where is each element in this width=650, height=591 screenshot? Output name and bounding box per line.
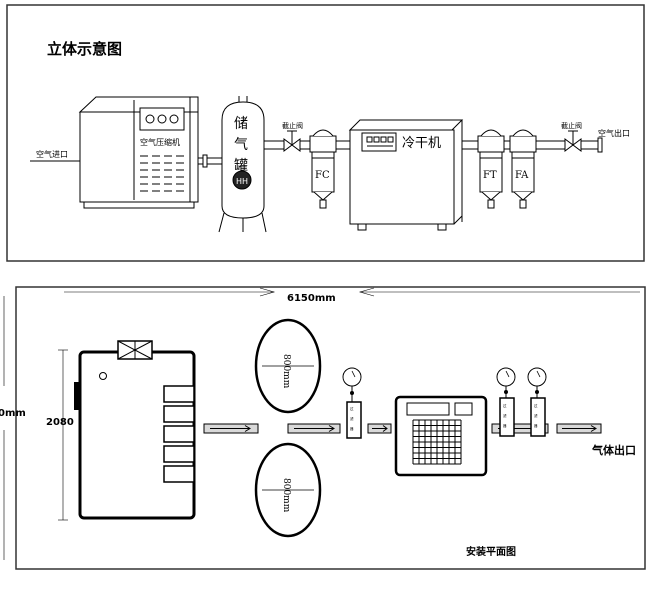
shutoff-valve-left: 截止阀: [282, 121, 303, 152]
filter-fa: FA: [509, 129, 537, 209]
width-dim-label: 6150mm: [287, 293, 336, 304]
air-outlet-label: 空气出口: [598, 128, 630, 138]
filter-plan-2: 过 滤 器: [496, 367, 516, 437]
gas-outlet-label: 气体出口: [591, 443, 636, 457]
compressor-label: 空气压缩机: [140, 137, 180, 147]
height-dim-cut-label: 0mm: [0, 408, 26, 419]
tank-gauge-icon: [232, 170, 252, 190]
height-dim-label: 2080: [46, 417, 74, 428]
shutoff-valve-right: 截止阀: [561, 121, 582, 152]
pipe-segment-1: [203, 423, 259, 434]
tank-char-3: 罐: [234, 158, 248, 174]
pipe-segment-2: [287, 423, 341, 434]
tank-char-2: 气: [234, 137, 248, 153]
svg-text:器: 器: [350, 427, 354, 431]
svg-text:滤: 滤: [503, 413, 507, 418]
pipe-segment-3: [367, 423, 392, 434]
tank-bottom-dim: 800mm: [281, 478, 291, 513]
valve-right-label: 截止阀: [561, 121, 582, 130]
tank-top-dim: 800mm: [281, 354, 291, 389]
filter-ft: FT: [477, 129, 505, 209]
svg-text:HH: HH: [236, 177, 248, 186]
filter-plan-1: 过 滤 器: [342, 367, 362, 439]
filter-plan-3: 过 滤 器: [527, 367, 547, 437]
filter-ft-label: FT: [483, 170, 497, 181]
tank-plan-bottom: 800mm: [254, 442, 322, 538]
svg-text:滤: 滤: [534, 413, 538, 418]
svg-text:器: 器: [503, 424, 507, 428]
air-compressor: 空气压缩机: [78, 96, 199, 209]
valve-left-label: 截止阀: [282, 121, 303, 130]
svg-text:过: 过: [503, 403, 507, 408]
svg-text:过: 过: [534, 403, 538, 408]
top-title: 立体示意图: [47, 40, 122, 58]
refrigerated-dryer: 冷干机: [348, 119, 464, 231]
tank-plan-top: 800mm: [254, 318, 322, 414]
storage-tank: 储 气 罐 HH: [218, 96, 267, 233]
dryer-plan: [394, 395, 488, 477]
tank-char-1: 储: [234, 116, 248, 132]
pipe-segment-5: [556, 423, 602, 434]
filter-fc-label: FC: [315, 170, 330, 181]
svg-text:过: 过: [350, 406, 354, 411]
air-inlet-label: 空气进口: [36, 149, 68, 159]
svg-text:滤: 滤: [350, 416, 354, 421]
svg-text:器: 器: [534, 424, 538, 428]
filter-fc: FC: [309, 129, 337, 209]
filter-fa-label: FA: [515, 170, 529, 181]
dryer-label: 冷干机: [402, 136, 441, 151]
plan-title: 安装平面图: [466, 545, 516, 558]
compressor-plan: [74, 340, 196, 520]
